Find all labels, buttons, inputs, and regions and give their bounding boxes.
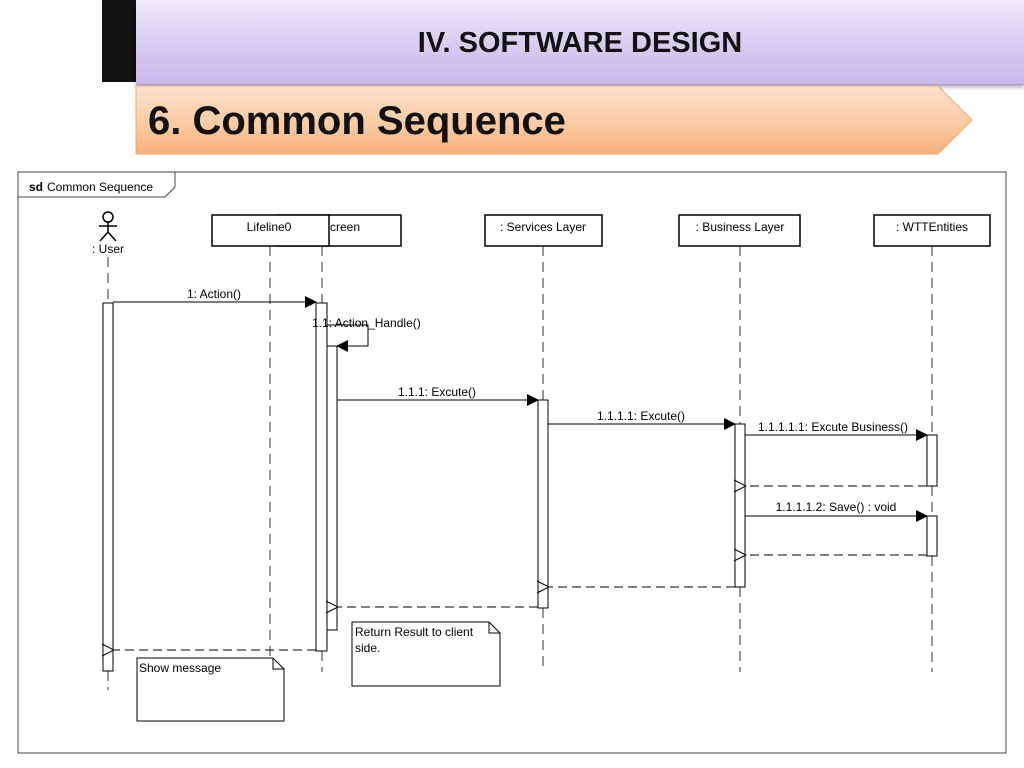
- lifeline-dashes: [107, 246, 933, 690]
- header-band: [136, 0, 1024, 85]
- frame-keyword: sd: [29, 180, 43, 194]
- lifeline-head-lifeline0: [211, 214, 330, 247]
- note-return-result-line2: side.: [355, 641, 380, 655]
- lifeline-label-services: : Services Layer: [500, 220, 586, 234]
- section-title: IV. SOFTWARE DESIGN: [417, 27, 743, 59]
- note-return-result-line1: Return Result to client: [355, 625, 474, 639]
- activation-screen-outer: [315, 302, 328, 652]
- message-label-1-1: 1.1: Action_Handle(): [312, 316, 421, 330]
- frame-label-tab: [18, 172, 176, 198]
- message-label-1-1-1-1: 1.1.1.1: Excute(): [597, 409, 685, 423]
- subtitle-banner: [135, 85, 973, 155]
- activation-entities-1: [926, 434, 938, 487]
- activation-entities-2: [926, 515, 938, 557]
- actor-label: : User: [92, 242, 124, 256]
- message-label-1-1-1-1-1: 1.1.1.1.1: Excute Business(): [758, 420, 908, 434]
- message-label-1-1-1-1-2: 1.1.1.1.2: Save() : void: [776, 500, 897, 514]
- lifeline-label-business: : Business Layer: [696, 220, 785, 234]
- note-show-message-text: Show message: [139, 661, 221, 675]
- lifeline-label-screen: creen: [330, 220, 360, 234]
- slide-subtitle: 6. Common Sequence: [148, 99, 566, 143]
- frame-name: Common Sequence: [47, 180, 153, 194]
- lifeline-head-entities: [873, 214, 991, 247]
- lifeline-head-services: [484, 214, 603, 247]
- note-show-message: [136, 657, 285, 722]
- message-arrow-1-1: [327, 324, 369, 352]
- note-return-result: [351, 621, 501, 687]
- diagram-frame: [17, 171, 1007, 754]
- lifeline-label-lifeline0: Lifeline0: [247, 220, 292, 234]
- actor-icon: [99, 211, 117, 242]
- header-accent-block: [102, 0, 140, 82]
- activation-screen-inner: [326, 345, 338, 631]
- message-label-1-1-1: 1.1.1: Excute(): [398, 385, 476, 399]
- lifeline-label-entities: : WTTEntities: [896, 220, 968, 234]
- activation-services: [537, 399, 549, 609]
- message-label-1: 1: Action(): [187, 287, 241, 301]
- activation-business: [734, 423, 746, 588]
- lifeline-head-business: [678, 214, 801, 247]
- activation-user: [102, 302, 114, 672]
